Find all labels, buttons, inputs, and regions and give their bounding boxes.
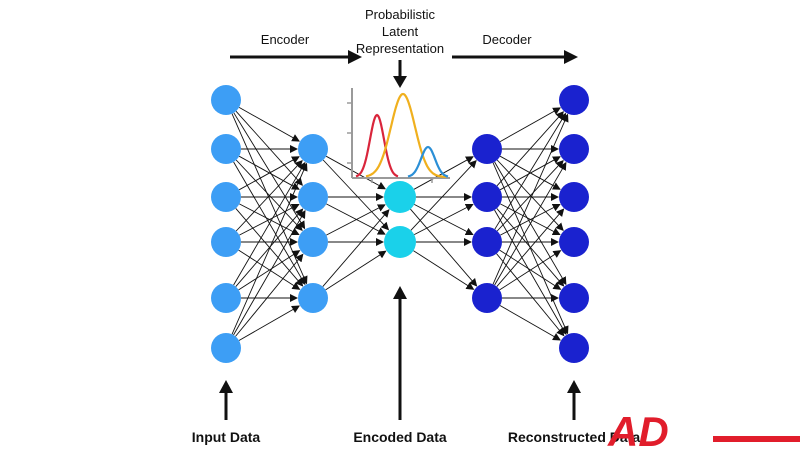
- connection-edge: [326, 203, 386, 235]
- latent-node-2: [384, 226, 416, 258]
- input-node-1: [211, 85, 241, 115]
- logo-underline-bar: [713, 436, 800, 442]
- connection-edge: [410, 159, 477, 231]
- connection-edge: [238, 250, 301, 291]
- encoder-arrow: [230, 50, 362, 64]
- logo-text: AD: [607, 408, 669, 450]
- latent-distribution-plot: [347, 88, 450, 183]
- connection-edge: [496, 159, 564, 232]
- input-node-6: [211, 333, 241, 363]
- decoder-hidden-node-1: [472, 134, 502, 164]
- connection-edge: [239, 203, 300, 236]
- connection-edge: [496, 208, 565, 287]
- output-node-1: [559, 85, 589, 115]
- connection-edge: [494, 161, 567, 286]
- input-data-label: Input Data: [192, 429, 261, 445]
- decoder-hidden-node-2: [472, 182, 502, 212]
- connection-edge: [231, 162, 308, 335]
- connection-edge: [494, 209, 567, 335]
- connection-edge: [233, 112, 306, 230]
- connection-edge: [492, 113, 569, 285]
- connection-edge: [235, 159, 303, 232]
- connection-edge: [235, 110, 303, 186]
- gaussian-curve-red: [355, 113, 399, 178]
- decoder-arrow: [452, 50, 578, 64]
- connection-edge: [494, 112, 567, 230]
- reconstructed-data-label: Reconstructed Data: [508, 429, 640, 445]
- connection-edge: [496, 253, 565, 337]
- decoder-label: Decoder: [482, 32, 532, 47]
- output-node-3: [559, 182, 589, 212]
- encoder-hidden-node-4: [298, 283, 328, 313]
- connection-edge: [496, 208, 565, 287]
- encoded-up-arrow: [393, 286, 407, 420]
- encoder-hidden-node-1: [298, 134, 328, 164]
- connection-edge: [238, 249, 301, 290]
- connection-edge: [235, 208, 304, 287]
- network-edges: [231, 107, 569, 341]
- input-up-arrow: [219, 380, 233, 420]
- connection-edge: [499, 250, 562, 291]
- encoded-data-label: Encoded Data: [353, 429, 447, 445]
- output-node-4: [559, 227, 589, 257]
- connection-edge: [496, 159, 564, 232]
- decoder-hidden-node-4: [472, 283, 502, 313]
- connection-edge: [238, 156, 300, 191]
- latent-label-line3: Representation: [356, 41, 444, 56]
- connection-edge: [499, 107, 561, 142]
- connection-edge: [322, 209, 390, 287]
- decoder-hidden-node-3: [472, 227, 502, 257]
- output-node-2: [559, 134, 589, 164]
- ad-logo: AD: [607, 408, 800, 450]
- connection-edge: [499, 249, 562, 290]
- latent-label-line1: Probabilistic: [365, 7, 436, 22]
- connection-edge: [238, 305, 300, 341]
- connection-edge: [325, 250, 387, 291]
- input-node-4: [211, 227, 241, 257]
- input-node-3: [211, 182, 241, 212]
- connection-edge: [235, 208, 304, 287]
- output-node-5: [559, 283, 589, 313]
- connection-edge: [235, 253, 304, 337]
- connection-edge: [499, 156, 561, 191]
- connection-edge: [500, 203, 561, 236]
- encoder-hidden-node-3: [298, 227, 328, 257]
- connection-edge: [238, 107, 300, 142]
- connection-edge: [325, 155, 386, 190]
- connection-edge: [326, 204, 386, 236]
- latent-label-line2: Latent: [382, 24, 419, 39]
- reconstructed-up-arrow: [567, 380, 581, 420]
- connection-edge: [496, 111, 564, 187]
- input-node-5: [211, 283, 241, 313]
- gaussian-curve-blue: [407, 145, 449, 178]
- connection-edge: [413, 250, 475, 290]
- connection-edge: [233, 210, 306, 336]
- latent-down-arrow: [393, 60, 407, 88]
- connection-edge: [413, 203, 474, 236]
- connection-edge: [499, 305, 561, 341]
- connection-edge: [410, 208, 478, 287]
- gaussian-curve-orange: [365, 92, 447, 178]
- encoder-hidden-node-2: [298, 182, 328, 212]
- encoder-label: Encoder: [261, 32, 310, 47]
- latent-node-1: [384, 181, 416, 213]
- network-nodes: [211, 85, 589, 363]
- connection-edge: [322, 159, 390, 231]
- connection-edge: [233, 161, 306, 286]
- output-node-6: [559, 333, 589, 363]
- connection-edge: [235, 159, 303, 232]
- input-node-2: [211, 134, 241, 164]
